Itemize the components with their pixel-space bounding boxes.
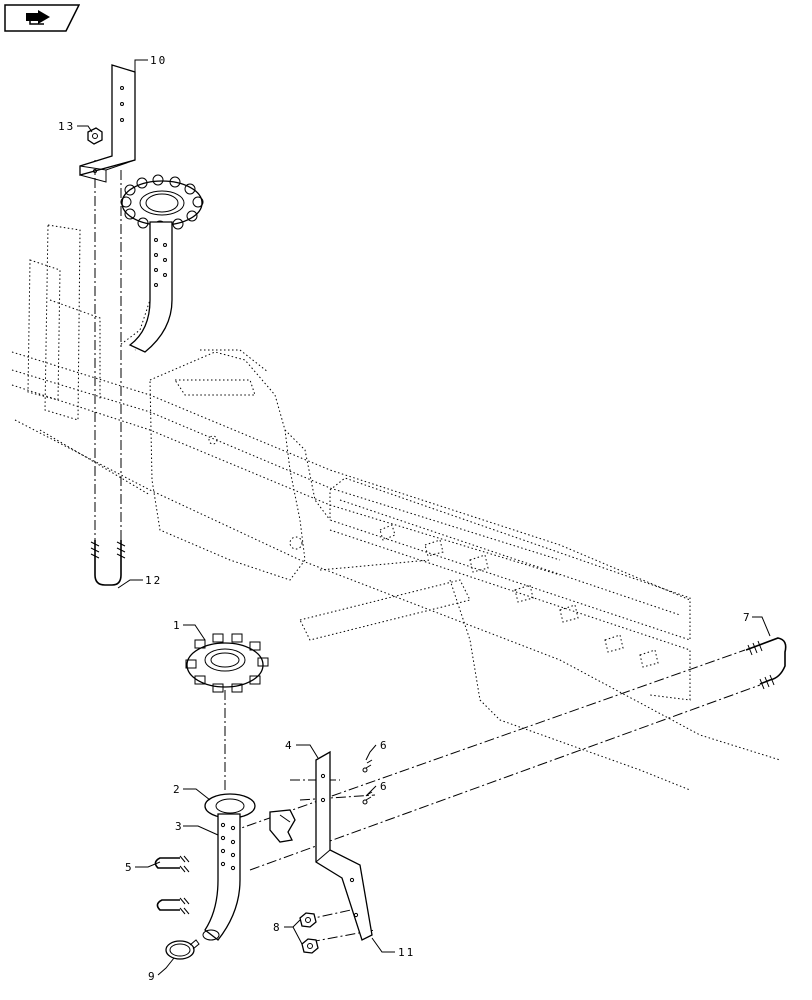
callout-10: 10 — [150, 54, 167, 67]
part-6-bolts — [362, 759, 373, 805]
assembly-center-lines — [94, 160, 761, 943]
part-13-nut — [87, 127, 103, 145]
boom-frame-phantom — [11, 224, 781, 791]
previous-page-button[interactable] — [4, 4, 81, 32]
callout-2: 2 — [173, 783, 182, 796]
callout-6a: 6 — [380, 739, 389, 752]
callout-8: 8 — [273, 921, 282, 934]
part-8-nuts — [299, 912, 319, 954]
upper-nozzle-assembly — [120, 174, 204, 353]
part-3-perforated-tube — [202, 813, 241, 941]
part-10-l-bracket — [79, 64, 136, 183]
callout-3: 3 — [175, 820, 184, 833]
part-1-nozzle-body — [185, 633, 269, 693]
callout-4: 4 — [285, 739, 294, 752]
callout-11: 11 — [398, 946, 415, 959]
callout-13: 13 — [58, 120, 75, 133]
callout-5: 5 — [125, 861, 134, 874]
callout-9: 9 — [148, 970, 157, 983]
part-7-u-bolt — [745, 637, 787, 690]
part-9-hose-clamp — [165, 939, 200, 960]
callout-labels: 10 13 12 1 2 3 5 4 6 6 8 11 9 7 — [58, 54, 752, 983]
leader-lines — [77, 59, 771, 976]
part-4-11-mounting-plate — [315, 750, 373, 941]
tube-clamp-bracket — [269, 809, 296, 843]
part-12-u-bolt — [90, 540, 126, 586]
previous-page-arrow-icon — [4, 4, 81, 32]
part-5-u-bolts — [154, 855, 190, 915]
callout-12: 12 — [145, 574, 162, 587]
callout-7: 7 — [743, 611, 752, 624]
callout-1: 1 — [173, 619, 182, 632]
callout-6b: 6 — [380, 780, 389, 793]
